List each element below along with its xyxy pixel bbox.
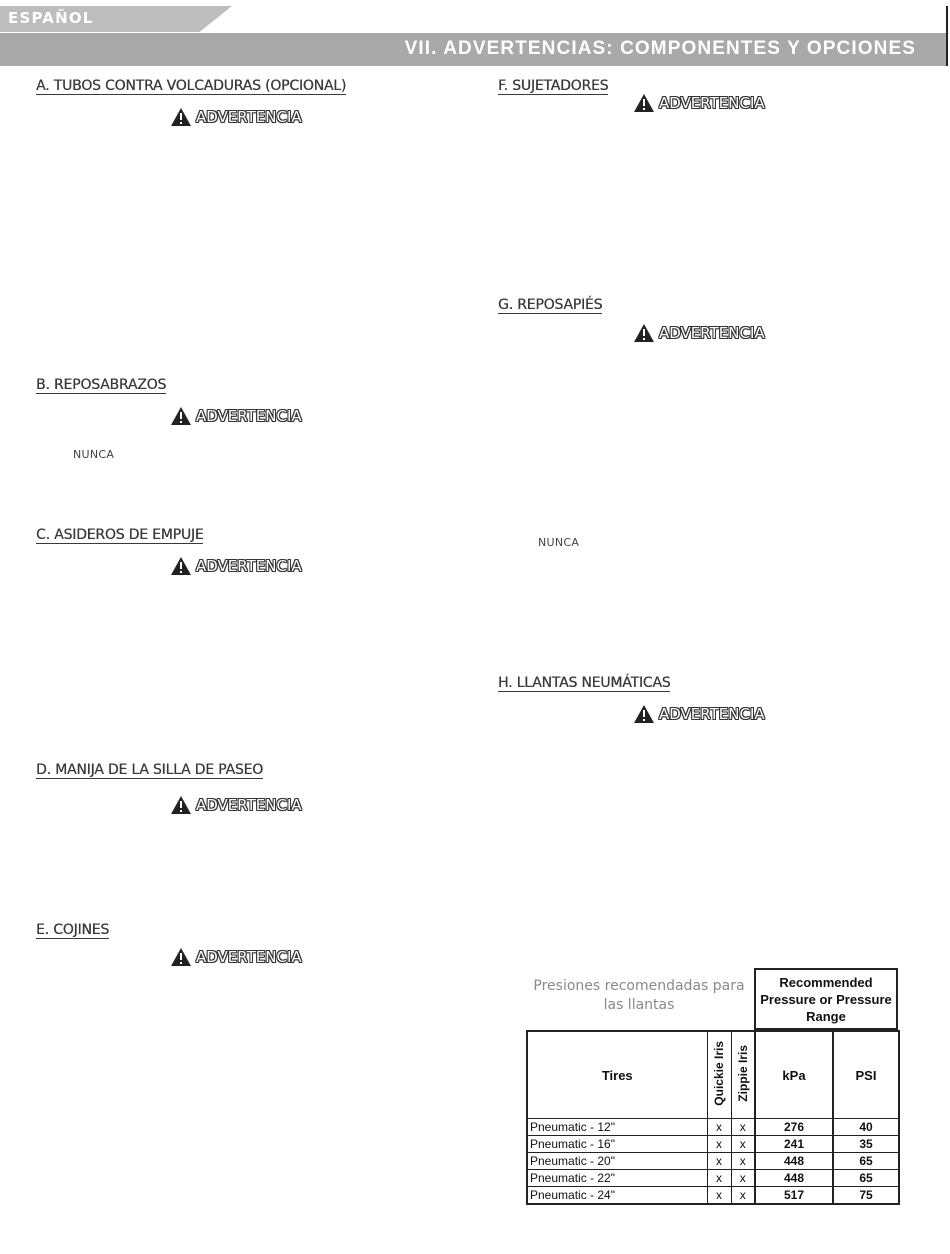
column-header-psi: PSI	[832, 1030, 900, 1119]
quickie-cell: x	[706, 1118, 732, 1136]
warning-b: ADVERTENCIA	[170, 406, 302, 426]
section-heading-f: F. SUJETADORES	[498, 78, 609, 95]
psi-cell: 35	[832, 1135, 900, 1153]
header-rule	[946, 6, 948, 66]
quickie-cell: x	[706, 1169, 732, 1187]
tire-cell: Pneumatic - 16"	[526, 1135, 708, 1153]
kpa-cell: 517	[754, 1186, 834, 1205]
warning-triangle-icon	[171, 557, 191, 575]
tire-cell: Pneumatic - 24"	[526, 1186, 708, 1205]
section-heading-a: A. TUBOS CONTRA VOLCADURAS (OPCIONAL)	[36, 78, 347, 95]
warning-label: ADVERTENCIA	[196, 948, 302, 966]
warning-label: ADVERTENCIA	[196, 407, 302, 425]
psi-cell: 75	[832, 1186, 900, 1205]
table-header-row: Tires Quickie Iris Zippie Iris kPa PSI	[526, 1030, 900, 1119]
warning-label: ADVERTENCIA	[659, 705, 765, 723]
warning-triangle-icon	[634, 705, 654, 723]
column-header-kpa: kPa	[754, 1030, 834, 1119]
column-header-zippie: Zippie Iris	[730, 1030, 756, 1119]
warning-triangle-icon	[634, 94, 654, 112]
warning-label: ADVERTENCIA	[659, 94, 765, 112]
nunca-note-g: NUNCA	[538, 536, 580, 549]
zippie-cell: x	[730, 1152, 756, 1170]
warning-label: ADVERTENCIA	[196, 796, 302, 814]
warning-label: ADVERTENCIA	[196, 557, 302, 575]
warning-label: ADVERTENCIA	[659, 324, 765, 342]
kpa-cell: 241	[754, 1135, 834, 1153]
column-header-quickie: Quickie Iris	[706, 1030, 732, 1119]
section-heading-g: G. REPOSAPIÉS	[498, 297, 603, 314]
warning-d: ADVERTENCIA	[170, 795, 302, 815]
warning-triangle-icon	[171, 796, 191, 814]
warning-triangle-icon	[171, 407, 191, 425]
recommended-pressure-header: Recommended Pressure or Pressure Range	[754, 968, 898, 1030]
section-heading-c: C. ASIDEROS DE EMPUJE	[36, 527, 204, 544]
quickie-cell: x	[706, 1186, 732, 1205]
nunca-note-b: NUNCA	[73, 448, 115, 461]
language-tab: ESPAÑOL	[0, 6, 232, 32]
section-heading-e: E. COJINES	[36, 922, 110, 939]
psi-cell: 65	[832, 1169, 900, 1187]
kpa-cell: 448	[754, 1152, 834, 1170]
quickie-cell: x	[706, 1135, 732, 1153]
column-header-tires: Tires	[526, 1030, 708, 1119]
page-title: VII. ADVERTENCIAS: COMPONENTES Y OPCIONE…	[404, 38, 916, 59]
zippie-cell: x	[730, 1169, 756, 1187]
psi-cell: 40	[832, 1118, 900, 1136]
warning-a: ADVERTENCIA	[170, 107, 302, 127]
zippie-cell: x	[730, 1135, 756, 1153]
section-heading-h: H. LLANTAS NEUMÁTICAS	[498, 675, 671, 692]
tire-pressure-table: Tires Quickie Iris Zippie Iris kPa PSI P…	[526, 1030, 900, 1205]
warning-f: ADVERTENCIA	[633, 93, 765, 113]
warning-triangle-icon	[171, 108, 191, 126]
warning-h: ADVERTENCIA	[633, 704, 765, 724]
kpa-cell: 276	[754, 1118, 834, 1136]
warning-label: ADVERTENCIA	[196, 108, 302, 126]
quickie-cell: x	[706, 1152, 732, 1170]
warning-c: ADVERTENCIA	[170, 556, 302, 576]
warning-g: ADVERTENCIA	[633, 323, 765, 343]
language-label: ESPAÑOL	[8, 9, 94, 27]
section-heading-d: D. MANIJA DE LA SILLA DE PASEO	[36, 762, 263, 779]
tire-table-caption: Presiones recomendadas para las llantas	[533, 978, 745, 1013]
warning-triangle-icon	[634, 324, 654, 342]
tire-cell: Pneumatic - 12"	[526, 1118, 708, 1136]
section-heading-b: B. REPOSABRAZOS	[36, 377, 167, 394]
psi-cell: 65	[832, 1152, 900, 1170]
warning-triangle-icon	[171, 948, 191, 966]
title-bar: VII. ADVERTENCIAS: COMPONENTES Y OPCIONE…	[0, 33, 946, 66]
tire-cell: Pneumatic - 22"	[526, 1169, 708, 1187]
kpa-cell: 448	[754, 1169, 834, 1187]
warning-e: ADVERTENCIA	[170, 947, 302, 967]
recommended-pressure-label: Recommended Pressure or Pressure Range	[760, 974, 892, 1024]
tire-cell: Pneumatic - 20"	[526, 1152, 708, 1170]
zippie-cell: x	[730, 1186, 756, 1205]
zippie-cell: x	[730, 1118, 756, 1136]
